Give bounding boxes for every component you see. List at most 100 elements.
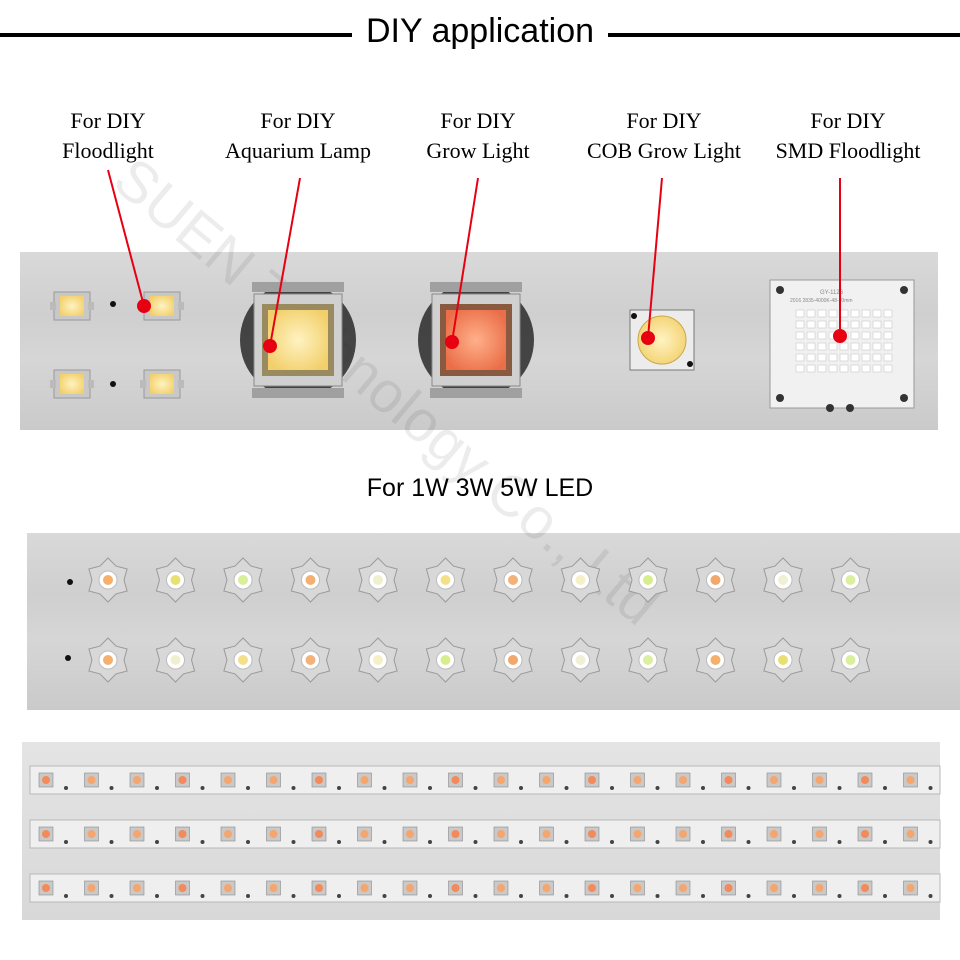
smd-led <box>861 364 871 373</box>
header-rule-left <box>0 33 352 37</box>
smd-floodlight-board: GY-1126 2016 2835-4000K-48-70mm <box>769 279 915 412</box>
smd-led <box>828 364 838 373</box>
strip-led-array <box>29 765 941 903</box>
smd-led <box>861 309 871 318</box>
smd-led <box>883 331 893 340</box>
smd-led <box>883 320 893 329</box>
star-led <box>628 557 668 603</box>
star-led <box>88 557 128 603</box>
star-led <box>493 637 533 683</box>
smd-led <box>795 353 805 362</box>
star-led <box>358 557 398 603</box>
star-led <box>830 637 871 683</box>
star-led <box>290 557 331 603</box>
star-led <box>628 637 668 683</box>
led-strip <box>29 765 941 795</box>
smd-led <box>828 320 838 329</box>
smd-led <box>883 309 893 318</box>
smd-led <box>795 364 805 373</box>
star-led <box>425 637 466 683</box>
smd-led <box>828 342 838 351</box>
smd-led <box>806 364 816 373</box>
smd-led <box>872 320 882 329</box>
smd-led <box>817 353 827 362</box>
smd-led <box>795 320 805 329</box>
smd-led <box>806 309 816 318</box>
smd-led <box>850 320 860 329</box>
star-led <box>695 637 736 683</box>
smd-led <box>883 353 893 362</box>
led-strip <box>29 873 941 903</box>
star-led <box>695 557 736 603</box>
star-led <box>425 557 466 603</box>
smd-led <box>872 342 882 351</box>
smd-led <box>806 342 816 351</box>
smd-led <box>872 331 882 340</box>
smd-led <box>850 309 860 318</box>
pointers <box>107 169 847 353</box>
smd-led-grid <box>795 309 893 373</box>
smd-led <box>861 331 871 340</box>
aquarium-cob-chip <box>240 282 356 398</box>
smd-led <box>795 342 805 351</box>
star-led <box>88 637 128 683</box>
smd-led <box>828 309 838 318</box>
grow-cob-chip <box>418 282 534 398</box>
smd-led <box>817 320 827 329</box>
star-led <box>560 557 601 603</box>
star-led <box>223 637 263 683</box>
smd-led <box>839 353 849 362</box>
smd-led <box>817 364 827 373</box>
smd-led <box>861 353 871 362</box>
smd-led <box>817 342 827 351</box>
smd-board-label-1: GY-1126 <box>820 290 844 296</box>
header-rule-right <box>608 33 960 37</box>
cob-round-chip <box>629 309 695 371</box>
smd-led <box>839 342 849 351</box>
smd-led <box>839 309 849 318</box>
star-led <box>358 637 398 683</box>
smd-led <box>806 331 816 340</box>
star-led <box>560 637 601 683</box>
smd-led <box>861 342 871 351</box>
star-led-array <box>88 557 871 683</box>
smd-led <box>850 364 860 373</box>
star-led <box>830 557 871 603</box>
floodlight-chips <box>50 291 184 399</box>
smd-led <box>839 364 849 373</box>
star-led <box>763 637 803 683</box>
smd-led <box>872 353 882 362</box>
smd-board-label-2: 2016 2835-4000K-48-70mm <box>790 298 853 304</box>
smd-led <box>861 320 871 329</box>
star-led <box>155 557 196 603</box>
smd-led <box>872 309 882 318</box>
smd-led <box>795 309 805 318</box>
subtitle: For 1W 3W 5W LED <box>366 474 594 502</box>
smd-led <box>883 342 893 351</box>
star-led <box>493 557 533 603</box>
star-led <box>763 557 803 603</box>
star-led <box>223 557 263 603</box>
smd-led <box>839 320 849 329</box>
star-led <box>155 637 196 683</box>
star-led-panel <box>27 533 960 710</box>
led-strip <box>29 819 941 849</box>
smd-led <box>850 331 860 340</box>
smd-led <box>883 364 893 373</box>
page-title: DIY application <box>0 12 960 51</box>
smd-led <box>872 364 882 373</box>
star-led <box>290 637 331 683</box>
smd-led <box>850 353 860 362</box>
smd-led <box>817 309 827 318</box>
smd-led <box>795 331 805 340</box>
smd-led <box>806 320 816 329</box>
smd-led <box>850 342 860 351</box>
smd-led <box>828 353 838 362</box>
smd-led <box>806 353 816 362</box>
